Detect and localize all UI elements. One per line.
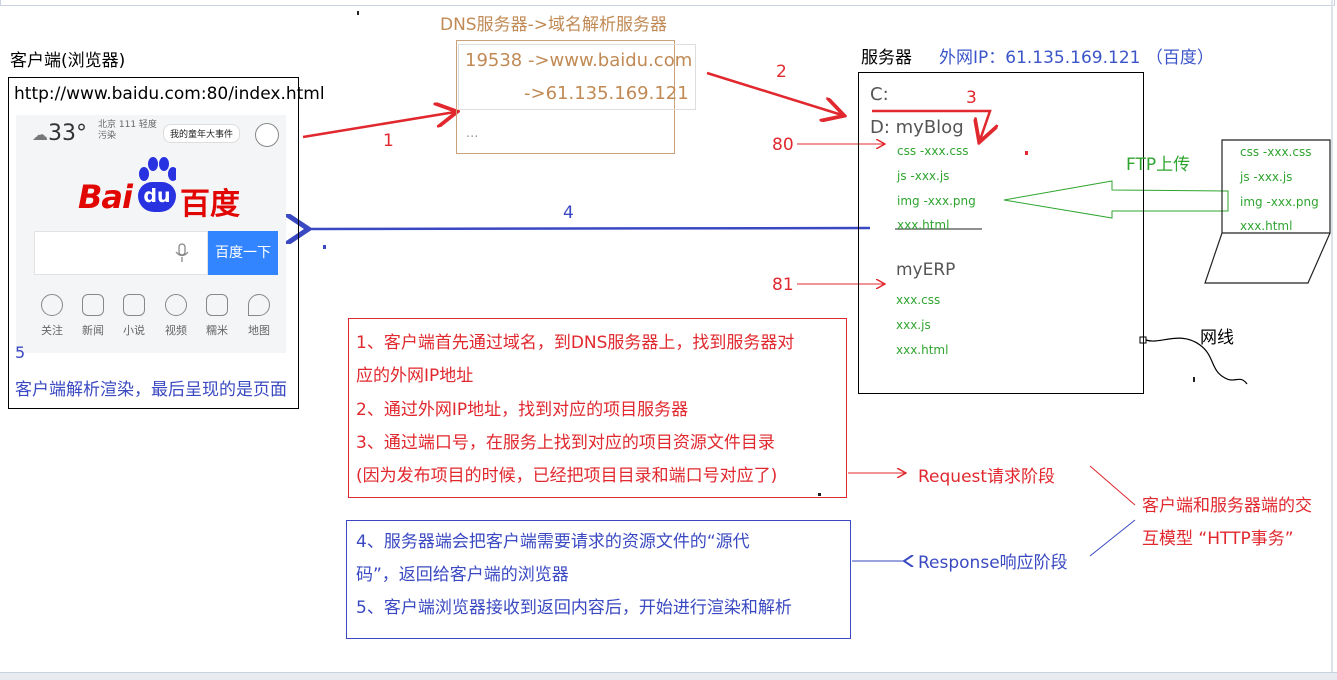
ftp-file: js -xxx.js — [1240, 170, 1293, 184]
server-ip: 外网IP：61.135.169.121 （百度） — [939, 48, 1214, 68]
bracket-response-model — [1089, 519, 1136, 557]
response-step-line: 4、服务器端会把客户端需要请求的资源文件的“源代 — [356, 532, 750, 552]
map-pin-icon — [248, 294, 270, 316]
ftp-file: css -xxx.css — [1240, 145, 1312, 159]
dns-box — [456, 40, 675, 154]
nav-label: 地图 — [248, 324, 270, 337]
stray-dot — [1193, 377, 1195, 382]
step-3-label: 3 — [966, 88, 977, 108]
baidu-search-button[interactable]: 百度一下 — [208, 231, 278, 275]
ftp-file: xxx.html — [1240, 219, 1293, 233]
window-top-frame — [0, 0, 1335, 6]
nav-label: 新闻 — [82, 324, 104, 337]
project-myerp: myERP — [896, 260, 956, 280]
laptop-icon — [1204, 139, 1331, 284]
stray-dot — [818, 493, 821, 496]
user-avatar-icon[interactable] — [255, 123, 279, 147]
port-80-label: 80 — [772, 135, 794, 155]
nav-label: 视频 — [165, 324, 187, 337]
nav-label: 关注 — [41, 324, 63, 337]
request-step-line: 应的外网IP地址 — [356, 366, 474, 386]
arrow-step-3 — [872, 109, 990, 140]
dns-title: DNS服务器->域名解析服务器 — [440, 15, 667, 35]
blog-file: img -xxx.png — [897, 194, 976, 208]
response-phase-label: Response响应阶段 — [918, 553, 1068, 573]
port-81-label: 81 — [772, 275, 794, 295]
step-1-label: 1 — [383, 131, 394, 151]
weather-temperature: ☁33° — [32, 121, 87, 146]
drive-d-myblog: D: myBlog — [870, 117, 964, 138]
microphone-icon[interactable] — [174, 243, 192, 263]
stray-dot — [357, 11, 359, 15]
nav-news[interactable]: 新闻 — [75, 294, 111, 338]
drive-c: C: — [870, 84, 889, 105]
dns-more: ... — [466, 126, 479, 141]
step-2-label: 2 — [776, 62, 787, 82]
step-4-label: 4 — [563, 203, 574, 223]
client-url: http://www.baidu.com:80/index.html — [14, 84, 325, 104]
erp-file: xxx.html — [896, 343, 949, 357]
nav-label: 小说 — [123, 324, 145, 337]
http-model-line-1: 客户端和服务器端的交 — [1142, 496, 1312, 516]
network-cable — [1145, 337, 1248, 385]
step-5-label: 5 — [15, 343, 26, 362]
stray-dot — [323, 245, 326, 249]
heart-icon — [41, 294, 63, 316]
nav-novel[interactable]: 小说 — [116, 294, 152, 338]
weather-sub: 北京 111 轻度污染 — [98, 120, 157, 141]
dns-record-ip: ->61.135.169.121 — [524, 83, 689, 104]
erp-file: xxx.js — [896, 318, 931, 332]
arrow-step-1 — [302, 112, 455, 139]
ftp-upload-label: FTP上传 — [1126, 155, 1191, 175]
blog-file: css -xxx.css — [897, 144, 969, 158]
nuomi-icon — [206, 294, 228, 316]
arrow-step-4 — [306, 228, 871, 229]
http-model-line-2: 互模型 “HTTP事务” — [1142, 529, 1294, 549]
nav-map[interactable]: 地图 — [241, 294, 277, 338]
baidu-logo-du: du — [138, 182, 176, 212]
baidu-logo-bai: Bai — [78, 178, 133, 216]
client-render-text: 客户端解析渲染，最后呈现的是页面 — [15, 380, 287, 400]
server-box — [858, 72, 1144, 394]
client-box — [8, 77, 299, 409]
request-steps-box — [348, 318, 847, 498]
news-icon — [82, 294, 104, 316]
nav-follow[interactable]: 关注 — [34, 294, 70, 338]
request-step-line: 2、通过外网IP地址，找到对应的项目服务器 — [356, 400, 689, 420]
ftp-upload-arrow — [1003, 180, 1229, 219]
response-step-line: 码”，返回给客户端的浏览器 — [356, 565, 569, 585]
network-cable-label: 网线 — [1200, 328, 1234, 348]
server-title: 服务器 — [861, 48, 912, 68]
dns-record-domain: 19538 ->www.baidu.com — [465, 50, 693, 71]
request-step-line: 1、客户端首先通过域名，到DNS服务器上，找到服务器对 — [356, 333, 795, 353]
request-step-line: (因为发布项目的时候，已经把项目目录和端口号对应了) — [356, 466, 778, 486]
nav-video[interactable]: 视频 — [158, 294, 194, 338]
response-steps-box — [346, 520, 851, 639]
request-step-line: 3、通过端口号，在服务上找到对应的项目资源文件目录 — [356, 433, 775, 453]
blog-file: js -xxx.js — [897, 169, 950, 183]
dns-record-box — [458, 44, 696, 110]
baidu-paw-icon — [139, 157, 176, 181]
baidu-logo-cn: 百度 — [180, 187, 240, 222]
ftp-file: img -xxx.png — [1240, 195, 1319, 209]
window-bottom-frame — [0, 672, 1337, 680]
erp-file: xxx.css — [896, 293, 941, 307]
window-right-frame — [1331, 0, 1333, 679]
request-phase-label: Request请求阶段 — [918, 467, 1056, 487]
book-icon — [123, 294, 145, 316]
stray-dot — [1025, 151, 1028, 155]
nav-nuomi[interactable]: 糯米 — [199, 294, 235, 338]
response-step-line: 5、客户端浏览器接收到返回内容后，开始进行渲染和解析 — [356, 598, 792, 618]
client-title: 客户端(浏览器) — [10, 51, 126, 71]
play-icon — [165, 294, 187, 316]
blog-file: xxx.html — [897, 218, 950, 232]
nav-label: 糯米 — [206, 324, 228, 337]
arrow-step-2 — [706, 71, 842, 115]
news-pill[interactable]: 我的童年大事件 — [163, 124, 241, 143]
baidu-search-input[interactable] — [34, 231, 208, 275]
bracket-request-model — [1089, 465, 1136, 506]
